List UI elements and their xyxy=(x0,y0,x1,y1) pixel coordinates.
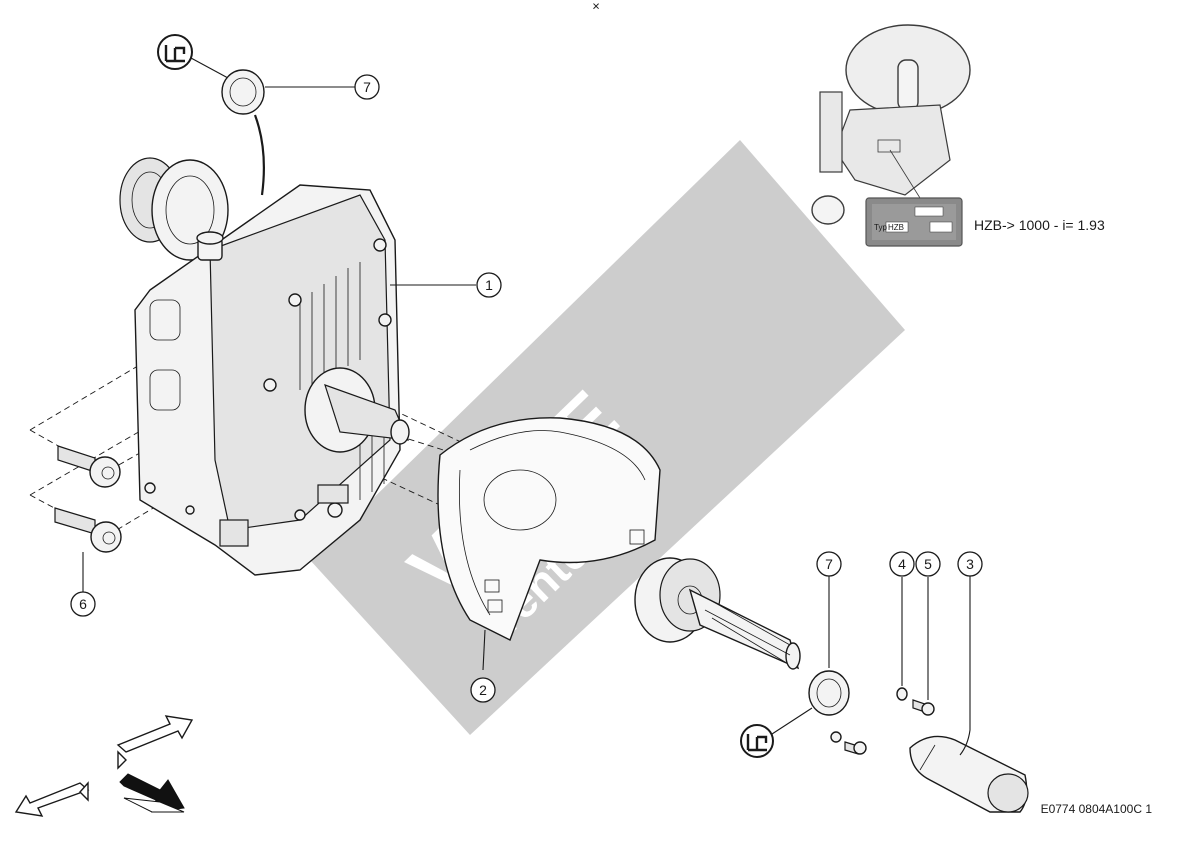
plate-type-prefix: Typ xyxy=(874,223,887,232)
svg-text:6: 6 xyxy=(79,596,87,612)
plate-type-value: HZB xyxy=(888,223,904,232)
svg-text:7: 7 xyxy=(825,556,833,572)
close-mark[interactable]: × xyxy=(592,0,600,14)
gearbox-detail-view xyxy=(811,24,971,225)
screw-5 xyxy=(912,699,935,716)
screw-small xyxy=(844,741,867,755)
shaft-cover xyxy=(909,735,1029,813)
gearbox-housing xyxy=(119,157,410,576)
washer-4 xyxy=(896,687,908,701)
callout-4: 4 xyxy=(889,551,915,577)
oil-seal-symbol-icon xyxy=(740,724,774,758)
seal-ring-top xyxy=(221,69,265,115)
gear-shaft-assembly xyxy=(634,557,801,670)
direction-arrow-icon xyxy=(14,781,90,817)
callout-3: 3 xyxy=(957,551,983,577)
callout-5: 5 xyxy=(915,551,941,577)
direction-arrow-icon xyxy=(119,773,185,813)
nameplate-callout: Typ HZB xyxy=(865,197,963,247)
callout-6: 6 xyxy=(70,591,96,617)
svg-text:2: 2 xyxy=(479,682,487,698)
svg-text:1: 1 xyxy=(485,277,493,293)
seal-ring-right xyxy=(808,670,850,716)
svg-text:3: 3 xyxy=(966,556,974,572)
callout-7-right: 7 xyxy=(816,551,842,577)
svg-text:5: 5 xyxy=(924,556,932,572)
direction-arrow-icon xyxy=(116,715,194,770)
nameplate-label: HZB-> 1000 - i= 1.93 xyxy=(974,217,1105,233)
svg-text:7: 7 xyxy=(363,79,371,95)
callout-2: 2 xyxy=(470,677,496,703)
cap-screw-lower xyxy=(54,507,122,553)
cap-screw-upper xyxy=(57,445,121,488)
oil-seal-symbol-icon xyxy=(157,34,193,70)
svg-text:4: 4 xyxy=(898,556,906,572)
callout-1: 1 xyxy=(476,272,502,298)
callout-7-top: 7 xyxy=(354,74,380,100)
protective-shield xyxy=(437,417,661,641)
washer-small xyxy=(830,731,842,743)
document-reference: E0774 0804A100C 1 xyxy=(1041,802,1153,816)
